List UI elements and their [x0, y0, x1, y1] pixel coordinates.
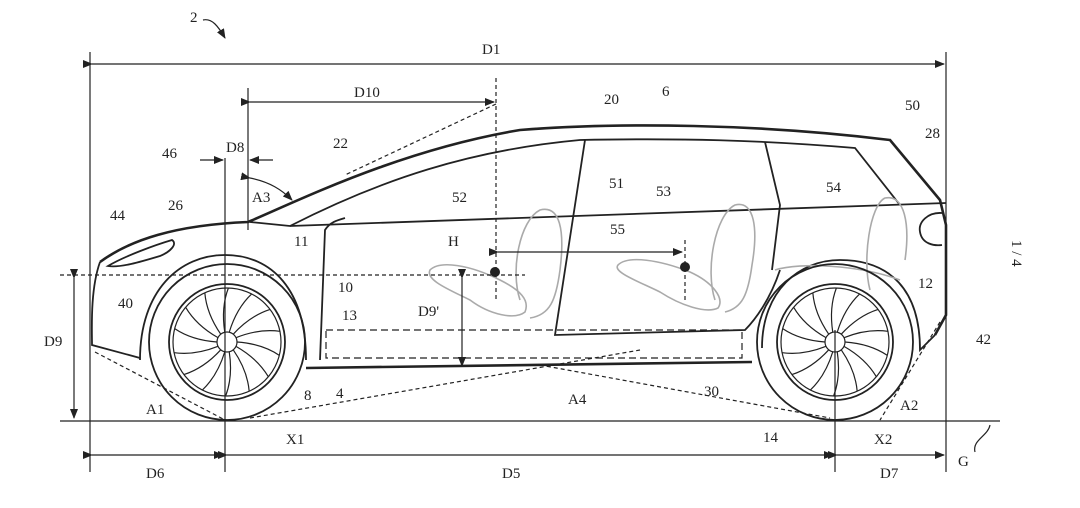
ref-30: 30	[704, 384, 719, 400]
rear-wheel-arch	[761, 259, 936, 353]
ref-22: 22	[333, 136, 348, 152]
ref-42: 42	[976, 332, 991, 348]
ref-53: 53	[656, 184, 671, 200]
wheel-spoke	[843, 330, 889, 339]
wheel-spoke	[235, 345, 269, 378]
wheel-spoke	[228, 293, 253, 333]
wheel-spoke	[833, 351, 840, 397]
wheel-spoke	[791, 349, 830, 376]
ref-55: 55	[610, 222, 625, 238]
beltline	[289, 202, 947, 227]
approach-angle-line	[94, 351, 226, 421]
rear-seat-back	[866, 197, 908, 291]
wheel-spoke	[201, 351, 226, 391]
wheel-spoke	[232, 308, 271, 335]
dimension-d6-label: D6	[146, 466, 165, 482]
ref-44: 44	[110, 208, 126, 224]
middle-seat-back	[710, 203, 756, 313]
front-fascia	[90, 261, 141, 359]
ref-14: 14	[763, 430, 779, 446]
breakover-line-front	[249, 349, 641, 419]
h-point-label: H	[448, 234, 459, 250]
departure-angle-line	[879, 321, 941, 421]
dimension-d1-label: D1	[482, 42, 500, 58]
wheel-spoke	[793, 306, 827, 339]
ref-46: 46	[162, 146, 178, 162]
ref-10: 10	[338, 280, 353, 296]
ref-4: 4	[336, 386, 344, 402]
breakover-line-rear	[539, 364, 831, 419]
figure-ref-arrow	[202, 19, 226, 39]
wheel-spoke	[173, 345, 219, 354]
wheel-spoke	[840, 308, 879, 335]
wheel-spoke	[836, 293, 861, 333]
dimension-d5-label: D5	[502, 466, 520, 482]
dimension-d8-label: D8	[226, 140, 244, 156]
wheel-spoke	[809, 351, 834, 391]
axis-x1-label: X1	[286, 432, 304, 448]
dimension-d9-label: D9	[44, 334, 62, 350]
angle-a1-label: A1	[146, 402, 164, 418]
figure-ref-label: 2	[190, 10, 198, 26]
front-wheel	[148, 263, 306, 421]
rocker-line	[305, 360, 753, 370]
middle-seat-cushion	[616, 258, 721, 311]
headlight	[105, 239, 175, 268]
ref-52: 52	[452, 190, 467, 206]
rear-door-edge	[553, 139, 781, 336]
ref-51: 51	[609, 176, 624, 192]
ref-11: 11	[294, 234, 308, 250]
ref-40: 40	[118, 296, 133, 312]
ref-26: 26	[168, 198, 184, 214]
ref-54: 54	[826, 180, 842, 196]
wheel-spoke	[812, 292, 830, 335]
dimension-d7-label: D7	[880, 466, 899, 482]
wheel-spoke	[843, 345, 877, 378]
angle-a4-label: A4	[568, 392, 587, 408]
wheel-spoke	[183, 349, 222, 376]
battery-pack-outline	[325, 329, 743, 359]
sheet-number: 1 / 4	[1008, 240, 1024, 267]
wheel-spoke	[185, 306, 219, 339]
ref-12: 12	[918, 276, 933, 292]
wheel-spoke	[781, 345, 827, 354]
dimension-d9-prime-label: D9'	[418, 304, 439, 320]
front-seat-back	[515, 208, 563, 319]
dimension-d10-label: D10	[354, 85, 380, 101]
front-door-edge	[319, 217, 346, 361]
wheel-spokes	[173, 287, 889, 397]
wheel-spoke	[232, 349, 250, 392]
ref-13: 13	[342, 308, 357, 324]
wheel-spoke	[174, 328, 218, 343]
axis-x2-label: X2	[874, 432, 892, 448]
body-outline-upper	[99, 124, 948, 336]
ref-20: 20	[604, 92, 619, 108]
c-pillar	[764, 141, 781, 271]
wheel-spoke	[840, 349, 858, 392]
wheel-spoke	[844, 341, 888, 356]
ref-8: 8	[304, 388, 312, 404]
rear-seat-cushion	[774, 264, 901, 281]
angle-a2-label: A2	[900, 398, 918, 414]
wheel-spoke	[222, 287, 229, 333]
wheel-spoke	[235, 330, 281, 339]
wheel-spoke	[225, 351, 232, 397]
ref-6: 6	[662, 84, 670, 100]
angle-a3-arc	[240, 172, 293, 201]
taillight	[918, 212, 943, 247]
ref-28: 28	[925, 126, 940, 142]
angle-a3-label: A3	[252, 190, 270, 206]
wheel-spoke	[782, 328, 826, 343]
h-point-marker-2	[680, 262, 690, 272]
wheel-spoke	[830, 287, 837, 333]
wheel-spoke	[236, 341, 280, 356]
wheel-spoke	[204, 292, 222, 335]
greenhouse-line	[249, 138, 901, 227]
ground-leader	[974, 424, 991, 453]
ground-label: G	[958, 454, 969, 470]
front-wheel-arch	[139, 254, 307, 361]
front-seat-cushion	[428, 264, 527, 317]
ref-50: 50	[905, 98, 920, 114]
